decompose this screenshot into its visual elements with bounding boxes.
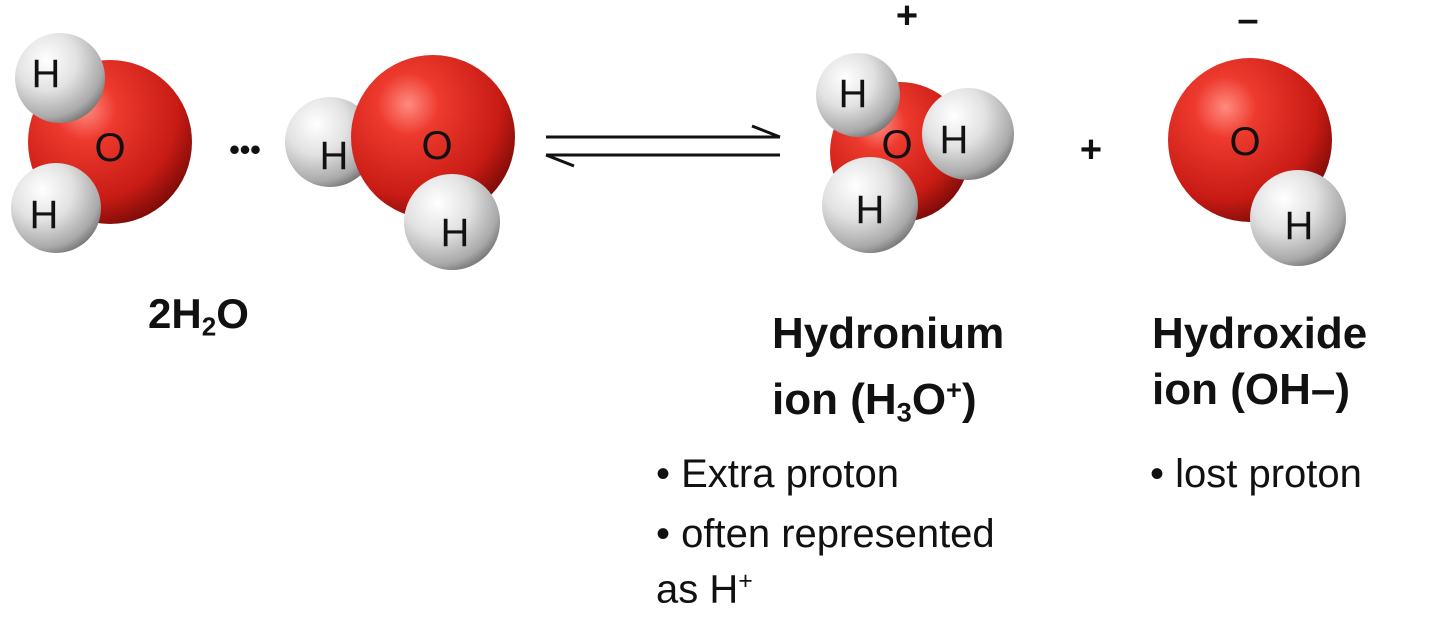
hydrogen-atom	[922, 88, 1014, 180]
hydrogen-atom	[822, 157, 918, 253]
hydrogen-atom	[285, 97, 375, 187]
bullet-continuation: as H+	[656, 567, 753, 612]
hydrogen-atom	[1250, 170, 1346, 266]
hydronium-title: Hydronium ion (H3O+)	[772, 309, 1005, 428]
hydrogen-label: H	[940, 118, 969, 162]
hydrogen-atom	[15, 33, 105, 123]
water-molecule-1: H O H	[11, 33, 192, 253]
hydrogen-label: H	[856, 188, 885, 232]
hydrogen-atom	[816, 53, 900, 137]
water-label: 2H2O	[148, 290, 249, 342]
hydronium-charge: +	[896, 0, 918, 37]
hydroxide-notes: • lost proton	[1150, 450, 1362, 498]
hydrogen-bond-dots: •••	[229, 134, 261, 167]
bullet-item: • lost proton	[1150, 452, 1362, 496]
hydrogen-atom	[11, 163, 101, 253]
water-molecule-2: H O H	[285, 55, 515, 270]
hydroxide-molecule: O H	[1168, 58, 1346, 266]
oxygen-label: O	[421, 124, 452, 168]
oxygen-label: O	[1229, 120, 1260, 164]
oxygen-atom	[351, 55, 515, 219]
hydroxide-title: Hydroxide ion (OH–)	[1152, 309, 1368, 414]
hydrogen-atom	[404, 174, 500, 270]
plus-sign: +	[1080, 129, 1102, 171]
hydrogen-label: H	[1285, 204, 1314, 248]
oxygen-label: O	[881, 123, 912, 167]
bullet-item: • Extra proton	[656, 452, 900, 496]
oxygen-label: O	[94, 126, 125, 170]
hydrogen-label: H	[839, 72, 868, 116]
hydrogen-label: H	[320, 134, 349, 178]
hydrogen-label: H	[30, 193, 59, 237]
bullet-item: • often represented	[656, 512, 995, 556]
hydronium-molecule: H O H H	[816, 53, 1014, 253]
hydrogen-label: H	[32, 52, 61, 96]
hydrogen-label: H	[441, 211, 470, 255]
hydronium-notes: • Extra proton • often represented as H+	[656, 450, 995, 614]
equilibrium-arrow	[545, 124, 781, 168]
hydroxide-charge: –	[1237, 0, 1258, 41]
